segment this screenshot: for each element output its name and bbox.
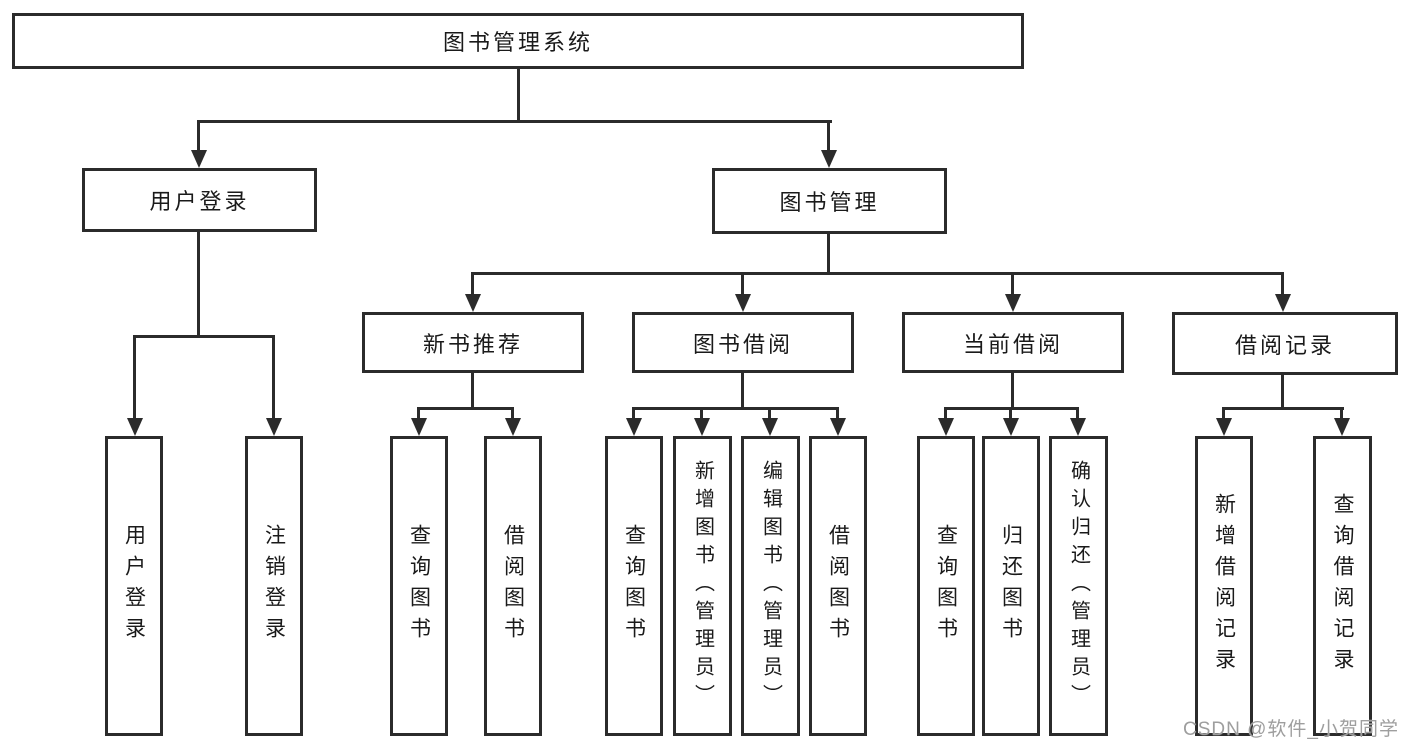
node-label: 新增借阅记录 [1212,493,1236,679]
arrowhead-down-icon [266,418,282,436]
connector-line [1076,407,1079,420]
node-label: 查询借阅记录 [1331,493,1354,679]
node-label: 查询图书 [934,524,958,648]
connector-line [1011,272,1014,296]
leaf-query-borrow-record: 查询借阅记录 [1313,436,1372,736]
connector-line [517,69,520,123]
node-label: 借阅记录 [1234,332,1335,358]
csdn-watermark: CSDN @软件_小贺同学 [1183,719,1399,740]
arrowhead-down-icon [1003,418,1019,436]
connector-line [741,272,744,296]
leaf-add-borrow-record: 新增借阅记录 [1195,436,1253,736]
connector-line [1281,272,1284,296]
connector-line [417,407,420,420]
node-label: 用户登录 [149,189,250,214]
arrowhead-down-icon [191,150,207,168]
arrowhead-down-icon [821,150,837,168]
node-user-login: 用户登录 [82,168,317,232]
node-label: 当前借阅 [962,331,1063,357]
connector-line [417,407,514,410]
leaf-query-books-current: 查询图书 [917,436,975,736]
node-current-borrowing: 当前借阅 [902,312,1124,373]
node-label: 用户登录 [122,524,146,648]
connector-line [471,272,474,296]
connector-line [1281,373,1284,410]
leaf-user-login: 用户登录 [105,436,163,736]
connector-line [1340,407,1343,420]
connector-line [1222,407,1344,410]
arrowhead-down-icon [830,418,846,436]
leaf-query-books-borrowing: 查询图书 [605,436,663,736]
connector-line [827,120,830,152]
arrowhead-down-icon [411,418,427,436]
connector-line [197,232,200,338]
node-label: 图书管理 [779,190,880,215]
connector-line [632,407,635,420]
connector-line [741,373,744,410]
connector-line [471,272,1284,275]
arrowhead-down-icon [1334,418,1350,436]
leaf-edit-book-admin: 编辑图书（管理员） [741,436,800,736]
node-new-book-recommend: 新书推荐 [362,312,584,373]
arrowhead-down-icon [1275,294,1291,312]
connector-line [827,234,830,275]
leaf-confirm-return-admin: 确认归还（管理员） [1049,436,1108,736]
leaf-return-book: 归还图书 [982,436,1040,736]
leaf-logout: 注销登录 [245,436,303,736]
node-book-management: 图书管理 [712,168,947,234]
arrowhead-down-icon [938,418,954,436]
node-library-management-system: 图书管理系统 [12,13,1024,69]
node-label: 查询图书 [407,524,431,648]
node-label: 借阅图书 [501,524,525,648]
connector-line [1222,407,1225,420]
arrowhead-down-icon [127,418,143,436]
connector-line [471,373,474,410]
node-label: 图书管理系统 [442,30,593,55]
node-label: 新书推荐 [422,331,523,357]
arrowhead-down-icon [694,418,710,436]
connector-line [133,335,136,420]
arrowhead-down-icon [1216,418,1232,436]
connector-line [511,407,514,420]
arrowhead-down-icon [465,294,481,312]
connector-line [836,407,839,420]
connector-line [632,407,839,410]
arrowhead-down-icon [1070,418,1086,436]
leaf-add-book-admin: 新增图书（管理员） [673,436,732,736]
arrowhead-down-icon [1005,294,1021,312]
connector-line [197,120,832,123]
leaf-borrow-books: 借阅图书 [809,436,867,736]
node-borrowing-records: 借阅记录 [1172,312,1398,375]
node-label: 注销登录 [262,524,286,648]
arrowhead-down-icon [762,418,778,436]
node-label: 新增图书（管理员） [691,460,714,712]
arrowhead-down-icon [626,418,642,436]
node-label: 归还图书 [999,524,1023,648]
leaf-borrow-books-recommend: 借阅图书 [484,436,542,736]
node-label: 确认归还（管理员） [1067,460,1090,712]
node-label: 编辑图书（管理员） [759,460,782,712]
arrowhead-down-icon [505,418,521,436]
node-book-borrowing: 图书借阅 [632,312,854,373]
connector-line [700,407,703,420]
connector-line [768,407,771,420]
connector-line [133,335,275,338]
connector-line [1011,373,1014,410]
connector-line [272,335,275,420]
connector-line [944,407,947,420]
arrowhead-down-icon [735,294,751,312]
connector-line [1009,407,1012,420]
node-label: 查询图书 [622,524,646,648]
connector-line [197,120,200,152]
node-label: 图书借阅 [692,331,793,357]
node-label: 借阅图书 [826,524,850,648]
leaf-query-books-recommend: 查询图书 [390,436,448,736]
